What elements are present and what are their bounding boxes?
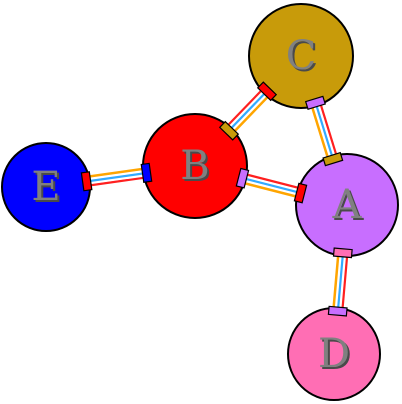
node-a[interactable]: AA	[295, 153, 399, 257]
port-b-to-a	[235, 167, 250, 189]
node-label: A	[332, 182, 363, 228]
port-a-to-b	[293, 182, 308, 204]
node-label-shadow: E	[33, 166, 62, 212]
node-label-shadow: D	[320, 333, 352, 379]
port-b-to-c	[218, 120, 240, 141]
node-label-shadow: A	[334, 184, 365, 230]
port-c-to-a	[304, 95, 326, 111]
node-label-shadow: B	[182, 145, 211, 191]
node-e[interactable]: EE	[1, 142, 91, 232]
port-a-to-c	[322, 151, 344, 167]
node-b[interactable]: BB	[142, 113, 248, 219]
ports-layer	[80, 81, 353, 317]
port-d-to-a	[327, 305, 348, 317]
node-circle	[248, 3, 354, 109]
node-label: C	[286, 33, 317, 79]
node-d[interactable]: DD	[287, 307, 381, 401]
node-label-shadow: C	[288, 35, 319, 81]
node-c[interactable]: CC	[248, 3, 354, 109]
port-e-to-b	[80, 171, 93, 192]
node-label: E	[31, 164, 60, 210]
port-a-to-d	[332, 247, 353, 259]
node-label: B	[180, 143, 209, 189]
port-c-to-b	[256, 81, 278, 102]
port-b-to-e	[140, 162, 153, 183]
node-label: D	[318, 331, 350, 377]
